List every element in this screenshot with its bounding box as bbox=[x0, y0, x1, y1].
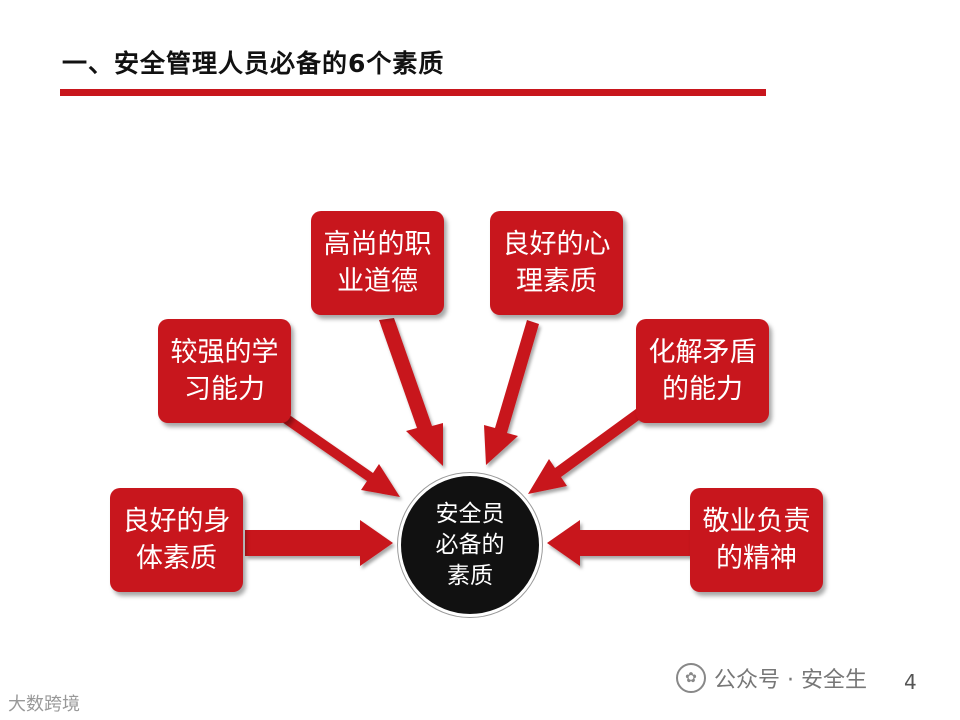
quality-box-physical: 良好的身 体素质 bbox=[110, 488, 243, 592]
quality-box-conflict: 化解矛盾 的能力 bbox=[636, 319, 769, 423]
arrow-left bbox=[245, 520, 393, 566]
arrow-right bbox=[547, 520, 692, 566]
page-title: 一、安全管理人员必备的6个素质 bbox=[62, 49, 445, 78]
title-underline bbox=[60, 89, 766, 96]
quality-box-ethics: 高尚的职 业道德 bbox=[311, 211, 444, 315]
wechat-icon: ✿ bbox=[676, 663, 706, 693]
page-number: 4 bbox=[904, 670, 917, 694]
center-circle: 安全员 必备的 素质 bbox=[398, 473, 542, 617]
arrow-top-left bbox=[379, 318, 443, 466]
quality-box-dedication: 敬业负责 的精神 bbox=[690, 488, 823, 592]
watermark-right: ✿ 公众号 · 安全生 bbox=[676, 662, 867, 694]
quality-box-learning: 较强的学 习能力 bbox=[158, 319, 291, 423]
arrow-upper-right bbox=[528, 406, 646, 494]
arrow-upper-left bbox=[282, 414, 400, 497]
arrow-top-right bbox=[484, 320, 539, 465]
quality-box-psychology: 良好的心 理素质 bbox=[490, 211, 623, 315]
watermark-left: 大数跨境 bbox=[8, 694, 80, 715]
